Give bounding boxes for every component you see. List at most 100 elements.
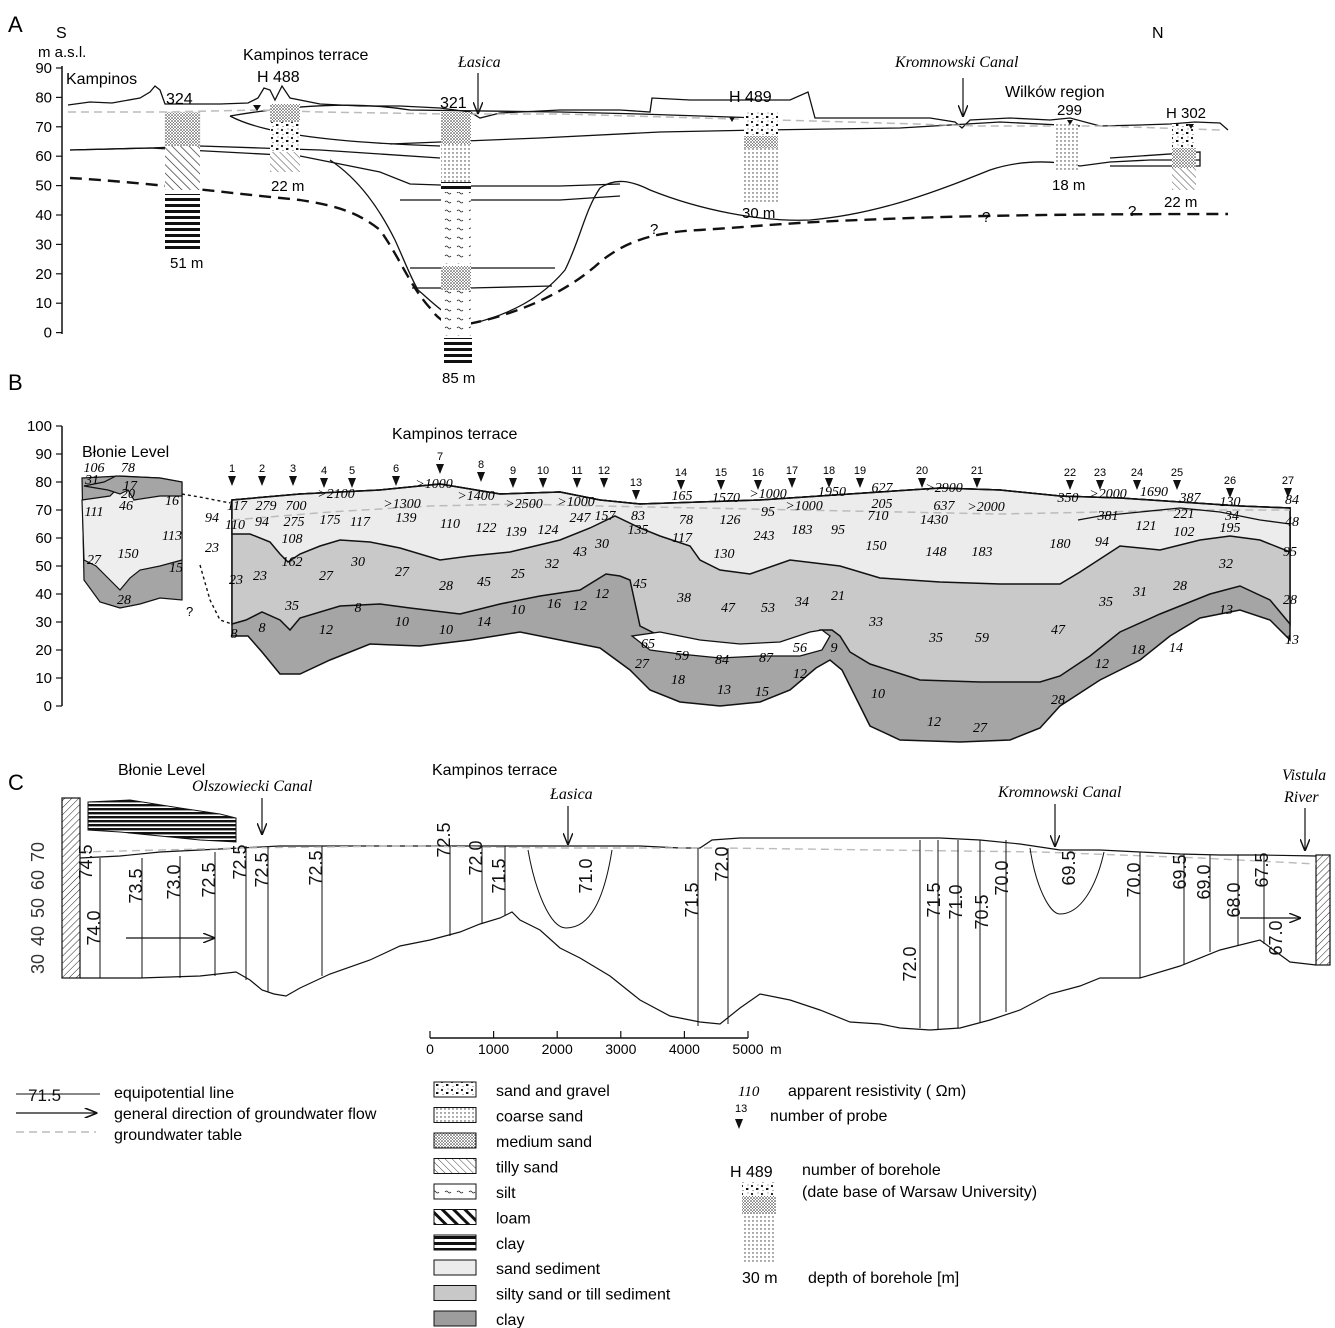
borehole-321-depth: 85 m (442, 370, 475, 387)
label-lasica: Łasica (457, 54, 501, 71)
probe-number: 17 (786, 465, 798, 477)
resistivity-value: 275 (284, 515, 305, 530)
borehole-324 (164, 111, 201, 250)
resistivity-value: 30 (350, 555, 365, 570)
probe-number: 24 (1131, 467, 1143, 479)
resistivity-value: 38 (676, 591, 691, 606)
probe-arrow-icon (348, 478, 356, 488)
equipotential-label: 72.0 (712, 846, 732, 881)
probe-arrow-icon (1284, 488, 1292, 498)
resistivity-value: 14 (1169, 641, 1183, 656)
probe-arrow-icon (1173, 480, 1181, 490)
resistivity-value: 28 (1283, 593, 1297, 608)
label-olszowiecki: Olszowiecki Canal (192, 778, 313, 795)
question-mark-a2: ? (982, 209, 990, 226)
legend-probe: 13 number of probe (735, 1103, 888, 1129)
resistivity-value: 27 (319, 569, 334, 584)
borehole-h302-depth: 22 m (1164, 194, 1197, 211)
borehole-h488 (270, 104, 300, 172)
legend-swatch-silt (433, 1183, 477, 1200)
panel-a-water-table (68, 109, 1221, 131)
resistivity-value: 1950 (818, 485, 846, 500)
scale-unit: m (770, 1041, 782, 1057)
resistivity-value: 108 (282, 532, 303, 547)
question-mark-a1: ? (650, 221, 658, 238)
resistivity-value: 59 (975, 631, 989, 646)
probe-number: 26 (1224, 475, 1236, 487)
resistivity-value: 121 (1136, 519, 1157, 534)
resistivity-value: 165 (672, 489, 693, 504)
resistivity-value: 126 (720, 513, 741, 528)
equipotential-label: 67.5 (1252, 852, 1272, 887)
equipotential-label: 72.0 (466, 840, 486, 875)
resistivity-value: 180 (1050, 537, 1071, 552)
b-tick-label: 10 (35, 670, 52, 687)
legend-swatch-sand-sediment (433, 1259, 477, 1276)
borehole-324-id: 324 (166, 91, 193, 108)
resistivity-value: 106 (84, 461, 105, 476)
resistivity-value: 700 (286, 499, 307, 514)
resistivity-value: 84 (1285, 493, 1299, 508)
resistivity-value: 12 (573, 599, 587, 614)
legend: 71.5 equipotential line general directio… (16, 1081, 1037, 1328)
label-blonie-level-c: Błonie Level (118, 762, 205, 779)
resistivity-value: 157 (595, 509, 617, 524)
b-tick-label: 20 (35, 642, 52, 659)
legend-resistivity: 110 apparent resistivity ( Ωm) (738, 1083, 966, 1100)
legend-flow-text: general direction of groundwater flow (114, 1106, 377, 1123)
resistivity-value: 1570 (712, 491, 740, 506)
resistivity-value: 243 (754, 529, 775, 544)
resistivity-value: 18 (1131, 643, 1145, 658)
resistivity-value: 84 (715, 653, 729, 668)
resistivity-value: 95 (761, 505, 775, 520)
resistivity-value: 110 (440, 517, 460, 532)
resistivity-value: 14 (477, 615, 491, 630)
resistivity-layers (231, 483, 1291, 743)
resistivity-value: 130 (714, 547, 735, 562)
resistivity-value: 124 (538, 523, 559, 538)
c-tick-label: 50 (28, 898, 48, 918)
legend-swatch-medium-sand (433, 1132, 477, 1149)
resistivity-value: 13 (717, 683, 731, 698)
resistivity-value: 247 (570, 511, 592, 526)
resistivity-value: >1000 (785, 499, 822, 514)
resistivity-value: 381 (1097, 509, 1119, 524)
equipotential-label: 72.5 (252, 852, 272, 887)
resistivity-value: >1000 (557, 495, 594, 510)
legend-swatch-loam (433, 1209, 477, 1225)
resistivity-value: 221 (1174, 507, 1195, 522)
resistivity-value: 13 (1219, 603, 1233, 618)
b-tick-label: 80 (35, 474, 52, 491)
equipotential-label: 72.5 (199, 862, 219, 897)
probe-number: 5 (349, 465, 355, 477)
resistivity-value: 27 (87, 553, 102, 568)
scale-tick-label: 0 (426, 1041, 434, 1057)
a-tick-label: 20 (35, 266, 52, 283)
probe-number: 7 (437, 451, 443, 463)
legend-label-sand-gravel: sand and gravel (496, 1083, 610, 1100)
b-tick-label: 70 (35, 502, 52, 519)
legend-swatch-silty-sand (433, 1285, 477, 1301)
resistivity-value: >2000 (1089, 487, 1126, 502)
resistivity-value: 47 (721, 601, 736, 616)
equipotential-label: 72.5 (306, 850, 326, 885)
resistivity-value: 162 (282, 555, 303, 570)
equipotential-label: 71.0 (946, 884, 966, 919)
model-outline (79, 837, 1317, 1031)
probe-number: 21 (971, 465, 983, 477)
resistivity-value: 8 (231, 627, 238, 642)
blonie-dashed-link (181, 493, 233, 625)
resistivity-value: >1400 (457, 489, 494, 504)
equipotential-label: 69.5 (1059, 850, 1079, 885)
borehole-299-depth: 18 m (1052, 177, 1085, 194)
probe-arrow-icon (539, 478, 547, 488)
equipotential-label: 70.0 (1124, 862, 1144, 897)
borehole-h302 (1172, 124, 1196, 190)
c-tick-label: 60 (28, 870, 48, 890)
b-tick-label: 60 (35, 530, 52, 547)
legend-equipotential: 71.5 equipotential line (16, 1085, 234, 1105)
probe-arrow-icon (973, 478, 981, 488)
label-kampinos-terrace: Kampinos terrace (243, 47, 368, 64)
